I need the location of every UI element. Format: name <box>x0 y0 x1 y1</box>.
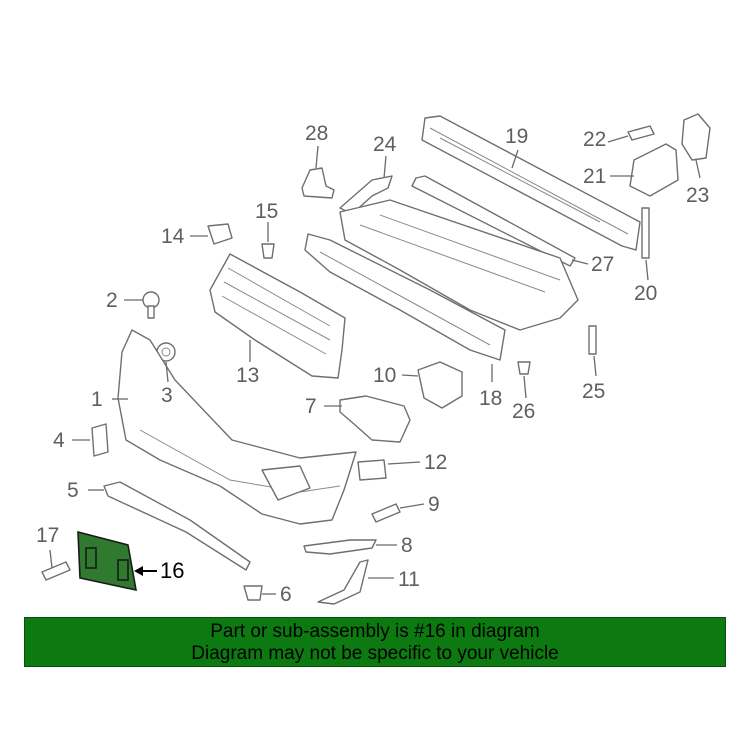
callout-3: 3 <box>161 384 173 407</box>
callout-22: 22 <box>583 128 606 151</box>
callout-15: 15 <box>255 200 278 223</box>
part-20-stud <box>641 207 650 259</box>
callout-6: 6 <box>280 583 292 606</box>
part-6-screw <box>243 585 263 601</box>
callout-25: 25 <box>582 380 605 403</box>
leader-arrow-16 <box>134 566 157 576</box>
banner-line-part-number: Part or sub-assembly is #16 in diagram <box>210 621 540 642</box>
part-17-bolt <box>41 561 71 581</box>
callout-16: 16 <box>160 558 184 583</box>
banner-line-disclaimer: Diagram may not be specific to your vehi… <box>191 643 559 664</box>
part-10-fog-trim <box>417 361 463 409</box>
callout-27: 27 <box>591 253 614 276</box>
callout-9: 9 <box>428 493 440 516</box>
part-9-bolt <box>371 503 401 523</box>
part-25-stud <box>588 325 597 355</box>
callout-18: 18 <box>479 387 502 410</box>
callout-19: 19 <box>505 125 528 148</box>
info-banner: Part or sub-assembly is #16 in diagram D… <box>24 617 726 667</box>
part-27-strip <box>411 175 576 267</box>
part-8-trim-strip <box>303 539 377 555</box>
callout-13: 13 <box>236 364 259 387</box>
callout-2: 2 <box>106 289 118 312</box>
part-16-license-plate-bracket <box>77 530 137 592</box>
callout-23: 23 <box>686 184 709 207</box>
part-18-carrier <box>339 199 579 331</box>
part-23-mount <box>681 113 711 161</box>
part-22-bolt <box>627 125 655 141</box>
part-4-bracket <box>91 423 109 457</box>
part-15-fastener <box>261 243 275 259</box>
callout-10: 10 <box>373 364 396 387</box>
part-28-clip <box>301 167 335 199</box>
part-13-grille <box>209 253 346 379</box>
part-lower-absorber <box>304 233 506 361</box>
part-21-bracket <box>629 143 679 197</box>
part-19-reinforcement <box>421 115 641 251</box>
callout-12: 12 <box>424 451 447 474</box>
part-12-clip <box>357 459 387 481</box>
callout-8: 8 <box>401 534 413 557</box>
part-14-clip <box>207 223 233 245</box>
callout-7: 7 <box>305 395 317 418</box>
callout-28: 28 <box>305 122 328 145</box>
callout-17: 17 <box>36 524 59 547</box>
callout-labels: 28 19 24 22 21 23 15 14 27 20 2 13 10 25… <box>36 122 709 606</box>
part-3-nut <box>156 342 176 362</box>
callout-20: 20 <box>634 282 657 305</box>
part-7-air-duct <box>339 395 411 443</box>
callout-26: 26 <box>512 400 535 423</box>
callout-5: 5 <box>67 479 79 502</box>
part-5-lower-lip <box>103 481 251 571</box>
callout-14: 14 <box>161 225 185 248</box>
callout-24: 24 <box>373 133 397 156</box>
callout-21: 21 <box>583 165 606 188</box>
part-2-push-pin <box>142 291 160 319</box>
part-1-bumper-cover <box>117 329 357 525</box>
callout-4: 4 <box>53 429 65 452</box>
leader-lines <box>49 135 701 595</box>
callout-1: 1 <box>91 388 103 411</box>
part-11-molding <box>317 559 369 605</box>
part-26-fastener <box>517 361 531 375</box>
callout-11: 11 <box>398 568 420 591</box>
